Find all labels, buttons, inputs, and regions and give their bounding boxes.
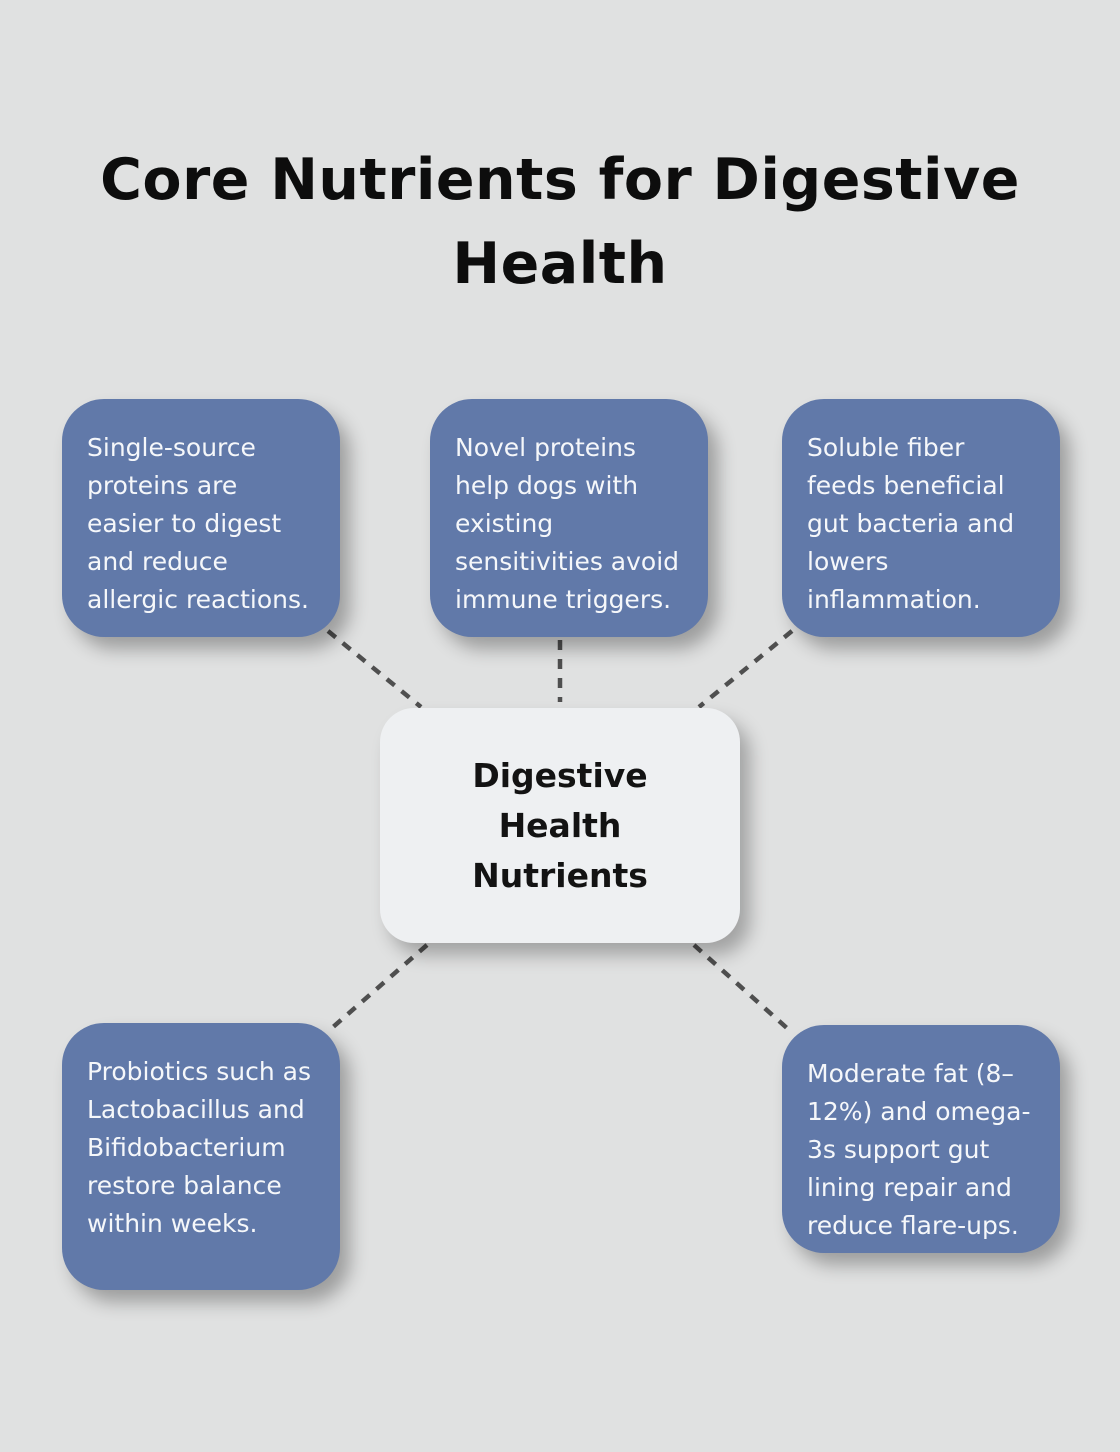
connector-bottom-right (692, 943, 790, 1031)
node-single-source-proteins: Single-source proteins are easier to dig… (62, 399, 340, 637)
node-moderate-fat: Moderate fat (8–12%) and omega-3s suppor… (782, 1025, 1060, 1253)
node-text: Single-source proteins are easier to dig… (87, 433, 309, 614)
node-probiotics: Probiotics such as Lactobacillus and Bif… (62, 1023, 340, 1290)
center-node-label: Digestive Health Nutrients (472, 755, 648, 895)
node-text: Novel proteins help dogs with existing s… (455, 433, 680, 614)
node-text: Moderate fat (8–12%) and omega-3s suppor… (807, 1059, 1031, 1240)
page-title: Core Nutrients for Digestive Health (100, 147, 1020, 298)
node-text: Soluble fiber feeds beneficial gut bacte… (807, 433, 1015, 614)
connector-top-left (326, 629, 423, 709)
node-soluble-fiber: Soluble fiber feeds beneficial gut bacte… (782, 399, 1060, 637)
center-node-digestive-health-nutrients: Digestive Health Nutrients (380, 708, 740, 943)
connector-bottom-left (331, 943, 429, 1029)
connector-top-right (697, 629, 794, 709)
node-text: Probiotics such as Lactobacillus and Bif… (87, 1057, 311, 1238)
node-novel-proteins: Novel proteins help dogs with existing s… (430, 399, 708, 637)
